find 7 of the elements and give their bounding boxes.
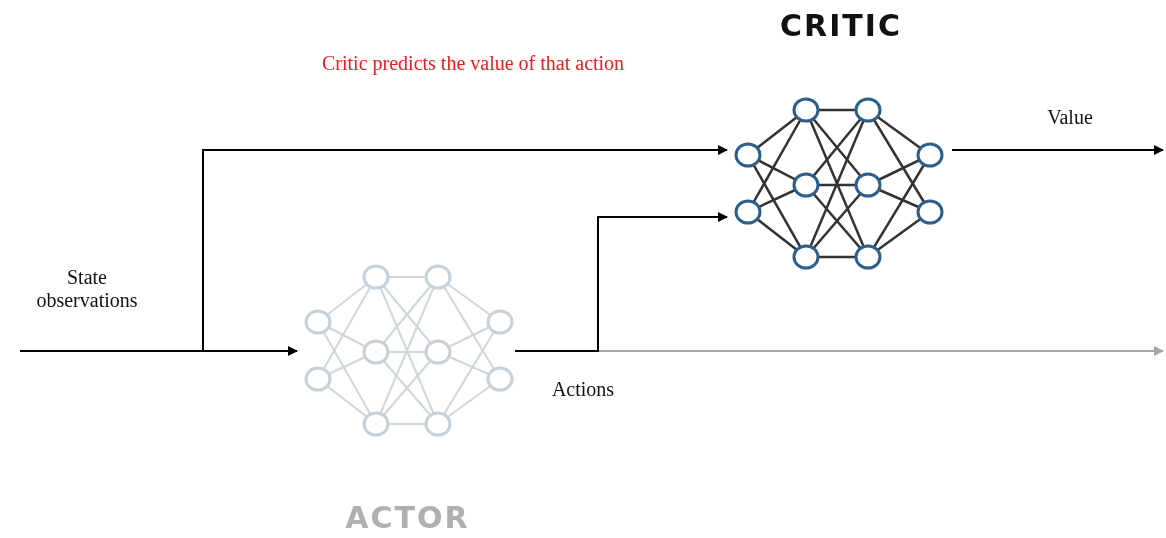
arrow [19,346,298,356]
note-text: Critic predicts the value of that action [322,52,625,75]
network-title: CRITIC [779,8,903,43]
network-title: ACTOR [344,500,471,535]
arrow [951,145,1164,155]
arrow [202,145,728,352]
arrow [514,212,728,352]
